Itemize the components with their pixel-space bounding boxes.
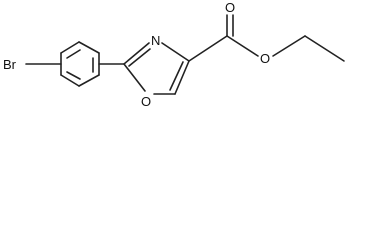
ester-group (188, 14, 345, 62)
ring-oxygen-label: O (141, 94, 151, 109)
carbonyl-oxygen-label: O (225, 0, 235, 15)
oxazole-bond (123, 63, 146, 92)
oxazole-bond (174, 60, 190, 95)
benzene-inner-bond (66, 71, 81, 80)
oxazole-double-bond (128, 48, 151, 67)
ring-to-carbonyl-bond (188, 35, 228, 62)
benzene-ring (60, 41, 100, 87)
oxazole-double-bond (169, 61, 184, 91)
oxazole-bond (161, 42, 190, 62)
ethyl-bond (304, 35, 345, 62)
molecule-canvas: Br N O O O (3, 0, 345, 109)
structure-drawing: Br N O O O (3, 0, 345, 109)
ester-oxygen-ethyl-bond (272, 35, 306, 57)
ester-oxygen-label: O (260, 51, 270, 66)
bromine-label: Br (3, 57, 17, 72)
benzene-bond (60, 74, 80, 87)
carbonyl-ester-oxygen-bond (226, 35, 259, 57)
ring-nitrogen-label: N (151, 33, 160, 48)
benzene-bond (78, 74, 100, 87)
benzene-bond (78, 41, 100, 54)
benzene-inner-bond (66, 49, 81, 59)
oxazole-bond (123, 42, 150, 65)
oxazole-ring (123, 42, 190, 95)
benzene-bond (60, 41, 80, 54)
